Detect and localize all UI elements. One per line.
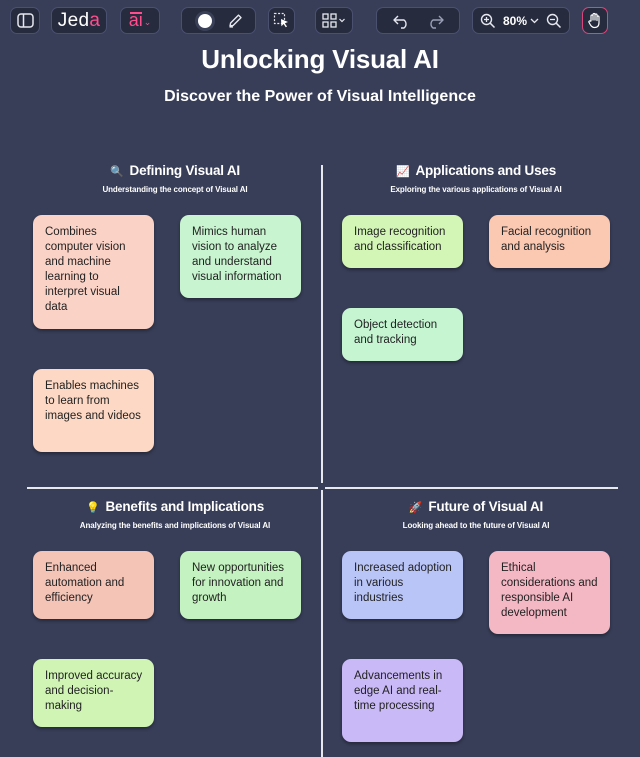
- redo-icon[interactable]: [425, 8, 445, 33]
- horizontal-divider: [27, 487, 318, 489]
- page-title: Unlocking Visual AI: [201, 44, 439, 74]
- sticky-note[interactable]: Mimics human vision to analyze and under…: [180, 215, 301, 298]
- sticky-note[interactable]: Facial recognition and analysis: [489, 215, 610, 268]
- section-subtitle-benefits: Analyzing the benefits and implications …: [79, 521, 271, 530]
- layout-menu-button[interactable]: [315, 7, 353, 34]
- sticky-note[interactable]: Enhanced automation and efficiency: [33, 551, 154, 619]
- zoom-controls: 80%: [472, 7, 570, 34]
- page-subtitle: Discover the Power of Visual Intelligenc…: [164, 88, 476, 105]
- select-tool-button[interactable]: [268, 7, 295, 34]
- vertical-divider: [321, 165, 323, 483]
- section-subtitle-defining: Understanding the concept of Visual AI: [102, 185, 248, 194]
- zoom-out-icon[interactable]: [546, 8, 562, 33]
- section-subtitle-applications: Exploring the various applications of Vi…: [390, 185, 562, 194]
- sticky-note[interactable]: Enables machines to learn from images an…: [33, 369, 154, 452]
- section-title-applications: 📈Applications and Uses: [395, 163, 557, 178]
- sticky-note[interactable]: Improved accuracy and decision-making: [33, 659, 154, 727]
- section-title-defining: 🔍Defining Visual AI: [110, 163, 240, 178]
- ai-menu-button[interactable]: ai ⌄: [120, 7, 160, 34]
- horizontal-divider: [325, 487, 618, 489]
- draw-tools: [181, 7, 256, 34]
- sticky-note[interactable]: Advancements in edge AI and real-time pr…: [342, 659, 463, 742]
- hand-icon: [587, 8, 603, 33]
- undo-icon[interactable]: [392, 8, 412, 33]
- history-controls: [376, 7, 460, 34]
- section-title-benefits: 💡Benefits and Implications: [85, 499, 265, 514]
- ai-label: ai: [128, 10, 143, 30]
- zoom-level-dropdown[interactable]: 80%: [503, 14, 539, 28]
- chevron-down-icon: [530, 18, 539, 23]
- sticky-note[interactable]: Increased adoption in various industries: [342, 551, 463, 619]
- circle-icon[interactable]: [194, 8, 216, 33]
- hand-tool-button[interactable]: [582, 7, 608, 34]
- section-subtitle-future: Looking ahead to the future of Visual AI: [402, 521, 550, 530]
- sidebar-toggle-icon: [16, 8, 34, 33]
- section-title-future: 🚀Future of Visual AI: [408, 499, 544, 514]
- sticky-note[interactable]: Image recognition and classification: [342, 215, 463, 268]
- chart-up-icon: 📈: [395, 166, 410, 178]
- zoom-in-icon[interactable]: [480, 8, 496, 33]
- sticky-note[interactable]: Combines computer vision and machine lea…: [33, 215, 154, 329]
- sidebar-toggle-button[interactable]: [10, 7, 40, 34]
- sticky-note[interactable]: Object detection and tracking: [342, 308, 463, 361]
- chevron-down-icon: ⌄: [143, 17, 152, 27]
- logo-text: Jeda: [57, 9, 101, 31]
- pencil-icon[interactable]: [227, 8, 244, 33]
- sticky-note[interactable]: Ethical considerations and responsible A…: [489, 551, 610, 634]
- sticky-note[interactable]: New opportunities for innovation and gro…: [180, 551, 301, 619]
- vertical-divider: [321, 490, 323, 757]
- select-pointer-icon: [273, 8, 290, 33]
- zoom-level: 80%: [502, 13, 528, 28]
- rocket-icon: 🚀: [408, 502, 423, 514]
- app-logo[interactable]: Jeda: [51, 7, 107, 34]
- lightbulb-icon: 💡: [85, 502, 100, 514]
- magnifier-icon: 🔍: [110, 166, 124, 178]
- layout-grid-icon: [322, 8, 346, 33]
